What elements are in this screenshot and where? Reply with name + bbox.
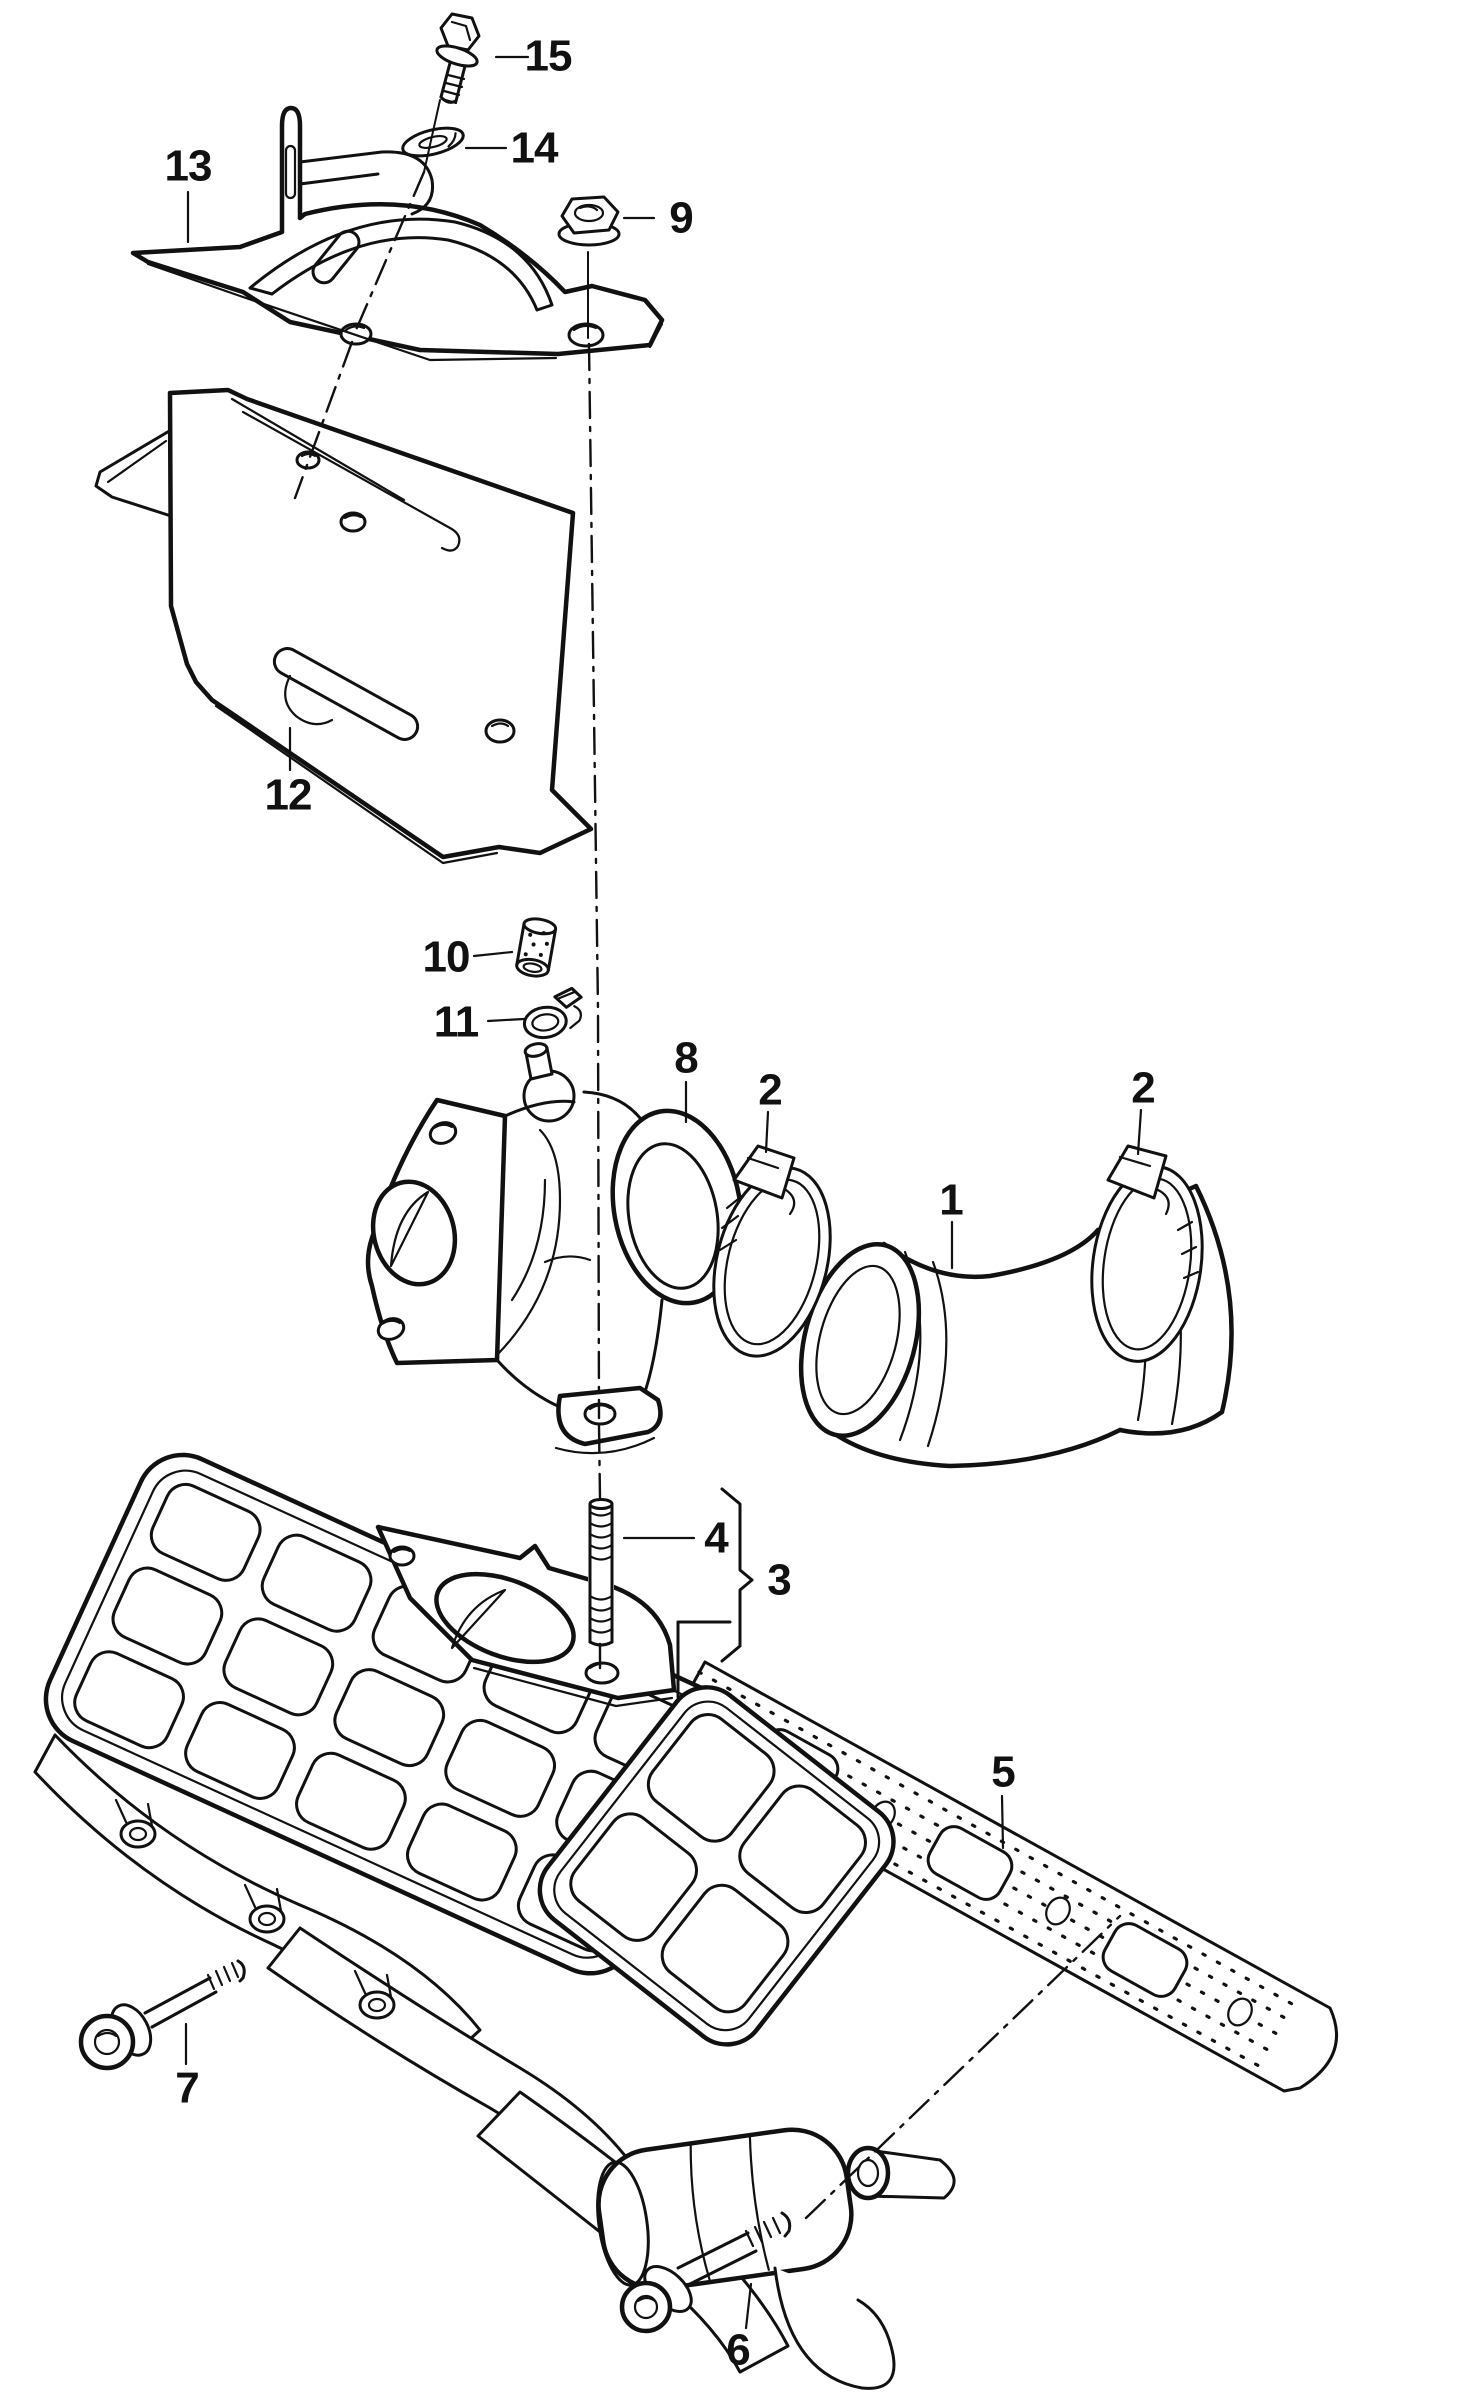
manifold-ear	[114, 1798, 157, 1849]
callout-label-9[interactable]: 9	[669, 194, 693, 243]
callout-label-8[interactable]: 8	[674, 1034, 699, 1083]
callout-label-13[interactable]: 13	[165, 142, 213, 191]
callout-3-brace	[676, 1487, 754, 1699]
manifold-ear	[353, 1969, 396, 2020]
shield-slot	[272, 647, 420, 741]
stud-part-4	[588, 1498, 614, 1647]
callout-label-2a[interactable]: 2	[758, 1066, 782, 1115]
cap-part-10	[515, 917, 558, 978]
manifold-bolt-boss	[845, 2145, 956, 2201]
callout-label-4[interactable]: 4	[704, 1514, 730, 1563]
manifold-foot	[773, 2266, 896, 2390]
manifold-actuator	[596, 2127, 854, 2292]
callout-leader-10	[472, 950, 514, 958]
heat-shield-part-12	[94, 387, 594, 865]
callout-label-6[interactable]: 6	[726, 2326, 750, 2375]
gasket-port	[926, 1825, 1014, 1901]
callout-label-14[interactable]: 14	[511, 124, 560, 173]
bracket-right-hole	[567, 322, 605, 348]
callout-label-3[interactable]: 3	[767, 1556, 791, 1605]
callout-label-5[interactable]: 5	[991, 1748, 1016, 1797]
callout-label-10[interactable]: 10	[423, 933, 471, 982]
callout-leader-2a	[764, 1110, 770, 1154]
gasket-port	[1101, 1922, 1189, 1998]
shield-tongue	[94, 428, 173, 518]
flange-oval-port	[434, 1571, 576, 1665]
intake-manifold-part-3	[33, 1452, 956, 2390]
bracket-kidney-slot	[311, 229, 361, 285]
callout-label-15[interactable]: 15	[525, 32, 573, 81]
socket-bolt-part-7	[78, 1959, 246, 2071]
elbow-outlet-ring	[610, 1108, 744, 1306]
callout-leader-5	[1000, 1794, 1005, 1850]
callout-label-1[interactable]: 1	[939, 1176, 964, 1225]
hose-clamp-right-part-2	[1090, 1144, 1204, 1363]
flange-nut-part-9	[557, 195, 621, 247]
small-clamp-part-11	[522, 986, 583, 1040]
callout-label-7[interactable]: 7	[175, 2064, 199, 2113]
hex-bolt-part-15	[435, 12, 481, 105]
intake-elbow-part-8	[365, 1042, 744, 1455]
callout-label-12[interactable]: 12	[265, 771, 313, 820]
elbow-stud	[523, 1042, 549, 1058]
callout-leader-11	[486, 1017, 526, 1023]
nut-hex	[560, 195, 620, 235]
socket-bolt-part-6	[619, 2211, 792, 2334]
hose-left-opening	[798, 1242, 922, 1438]
hose-clamp-left-part-2	[712, 1144, 832, 1358]
washer-part-14	[401, 126, 465, 158]
callout-leader-2b	[1136, 1108, 1143, 1156]
callout-label-11[interactable]: 11	[434, 998, 480, 1047]
callout-label-2b[interactable]: 2	[1131, 1064, 1155, 1113]
manifold-lower-lattice	[537, 1685, 896, 2047]
assembly-axis-lines	[293, 99, 1122, 2220]
callout-leader-6	[744, 2282, 753, 2330]
bracket-tab-slot	[284, 144, 297, 200]
manifold-ear	[243, 1883, 286, 1934]
